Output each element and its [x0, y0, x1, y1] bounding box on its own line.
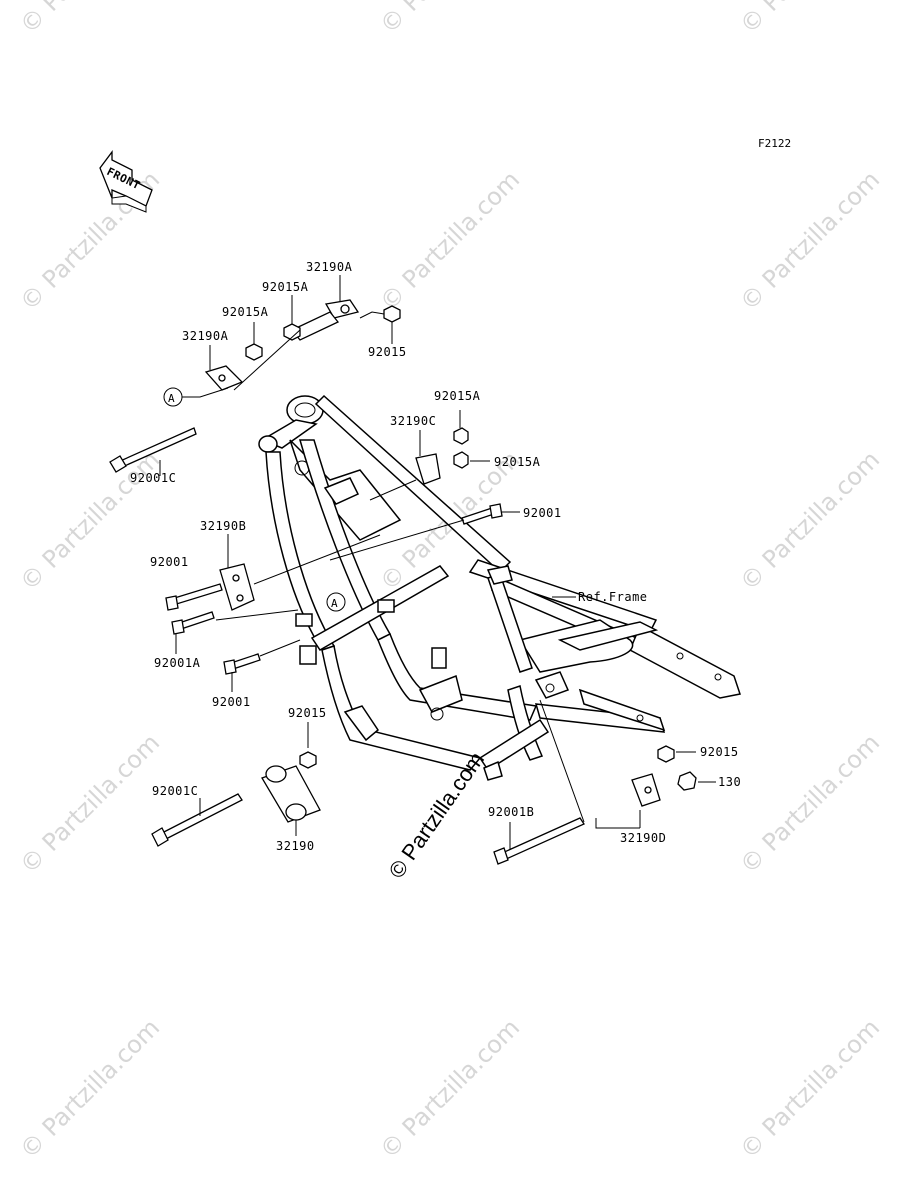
part-label-92015a: 92015A	[262, 280, 309, 294]
lower-mount-32190	[151, 751, 321, 847]
leader-lines	[159, 275, 716, 850]
watermark: © Partzilla.com	[734, 1013, 885, 1164]
watermark-layer: © Partzilla.com © Partzilla.com © Partzi…	[14, 0, 885, 1164]
watermark: © Partzilla.com	[734, 445, 885, 596]
upper-mount-assembly: A	[109, 299, 401, 473]
part-label-32190a: 32190A	[182, 329, 229, 343]
part-label-92001c: 92001C	[130, 471, 176, 485]
part-label-92015a: 92015A	[434, 389, 481, 403]
upper-callout-a: A	[168, 392, 175, 405]
watermark: © Partzilla.com	[374, 1013, 525, 1164]
bracket-32190b	[165, 563, 261, 675]
part-label-32190b: 32190B	[200, 519, 246, 533]
part-label-92001: 92001	[523, 506, 562, 520]
figure-code: F2122	[758, 137, 791, 150]
part-labels: 32190A 92015A 92015A 32190A 92015 92001C…	[130, 260, 741, 853]
watermark: © Partzilla.com	[14, 445, 165, 596]
part-label-92015a: 92015A	[222, 305, 269, 319]
part-label-130: 130	[718, 775, 741, 789]
ref-frame-label: Ref.Frame	[578, 590, 648, 604]
front-arrow-icon: FRONT	[99, 150, 153, 213]
watermark: © Partzilla.com	[374, 165, 525, 316]
watermark: © Partzilla.com	[734, 0, 885, 39]
part-label-92001: 92001	[150, 555, 189, 569]
watermark: © Partzilla.com	[14, 1013, 165, 1164]
motorcycle-frame: A	[258, 394, 741, 781]
part-label-92001c: 92001C	[152, 784, 198, 798]
part-label-92015: 92015	[368, 345, 407, 359]
rear-mount-32190d	[493, 745, 697, 865]
part-label-92001: 92001	[212, 695, 251, 709]
part-label-32190a: 32190A	[306, 260, 353, 274]
bracket-32190c	[415, 427, 503, 525]
part-label-92001b: 92001B	[488, 805, 534, 819]
watermark: © Partzilla.com	[14, 0, 165, 39]
frame-callout-a: A	[331, 597, 338, 610]
part-label-92015a: 92015A	[494, 455, 541, 469]
part-label-92015: 92015	[700, 745, 739, 759]
watermark: © Partzilla.com	[734, 728, 885, 879]
part-label-32190d: 32190D	[620, 831, 666, 845]
part-label-32190: 32190	[276, 839, 315, 853]
center-watermark: © Partzilla.com	[384, 747, 490, 883]
part-label-92015: 92015	[288, 706, 327, 720]
part-label-92001a: 92001A	[154, 656, 201, 670]
watermark: © Partzilla.com	[14, 728, 165, 879]
watermark: © Partzilla.com	[374, 0, 525, 39]
watermark: © Partzilla.com	[734, 165, 885, 316]
part-label-32190c: 32190C	[390, 414, 436, 428]
